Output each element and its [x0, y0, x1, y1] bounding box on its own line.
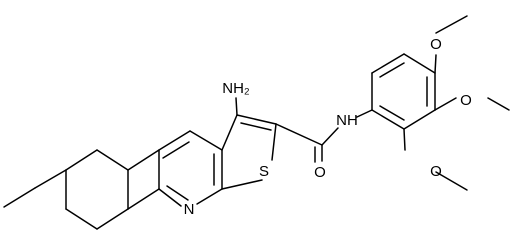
bond: [127, 149, 160, 171]
bond: [240, 122, 272, 131]
bond: [3, 187, 36, 208]
bond: [127, 188, 160, 210]
bond: [221, 179, 263, 190]
methoxy-top-oxygen-label: O: [430, 36, 442, 53]
bond: [236, 114, 277, 125]
bond: [403, 128, 406, 151]
carbonyl-oxygen-label: O: [314, 164, 326, 181]
methoxy-middle-oxygen-label: O: [460, 92, 472, 109]
bond: [356, 109, 373, 118]
amide-nh-label: NH: [336, 112, 358, 129]
bond: [487, 97, 510, 111]
bond: [162, 141, 190, 159]
bond: [435, 15, 468, 34]
bond: [321, 127, 339, 146]
bond: [96, 149, 129, 171]
bond: [371, 53, 405, 74]
bond: [65, 208, 98, 230]
bond: [434, 97, 457, 111]
bond: [65, 149, 98, 171]
bond: [434, 54, 437, 74]
bond: [403, 109, 436, 130]
bond: [221, 114, 238, 151]
bond: [235, 97, 238, 116]
bond-lines: [3, 15, 510, 230]
bond: [371, 109, 405, 130]
bond: [158, 188, 182, 207]
sulfur-label: S: [259, 163, 269, 180]
methoxy-bottom-oxygen-label: O: [430, 163, 442, 180]
bond: [158, 130, 191, 151]
ring-nitrogen-label: N: [184, 201, 195, 218]
bond: [435, 171, 468, 191]
bond: [34, 169, 67, 189]
bond: [189, 130, 223, 151]
bond: [403, 53, 436, 74]
bond: [166, 185, 189, 201]
amino-label: NH₂: [222, 80, 250, 97]
bond: [196, 188, 223, 205]
bond: [96, 208, 129, 230]
bond: [271, 123, 277, 161]
bond: [379, 105, 405, 121]
bond: [379, 62, 405, 78]
bond: [275, 123, 323, 146]
atom-labels: NH₂ S N NH O O O O: [184, 36, 472, 218]
